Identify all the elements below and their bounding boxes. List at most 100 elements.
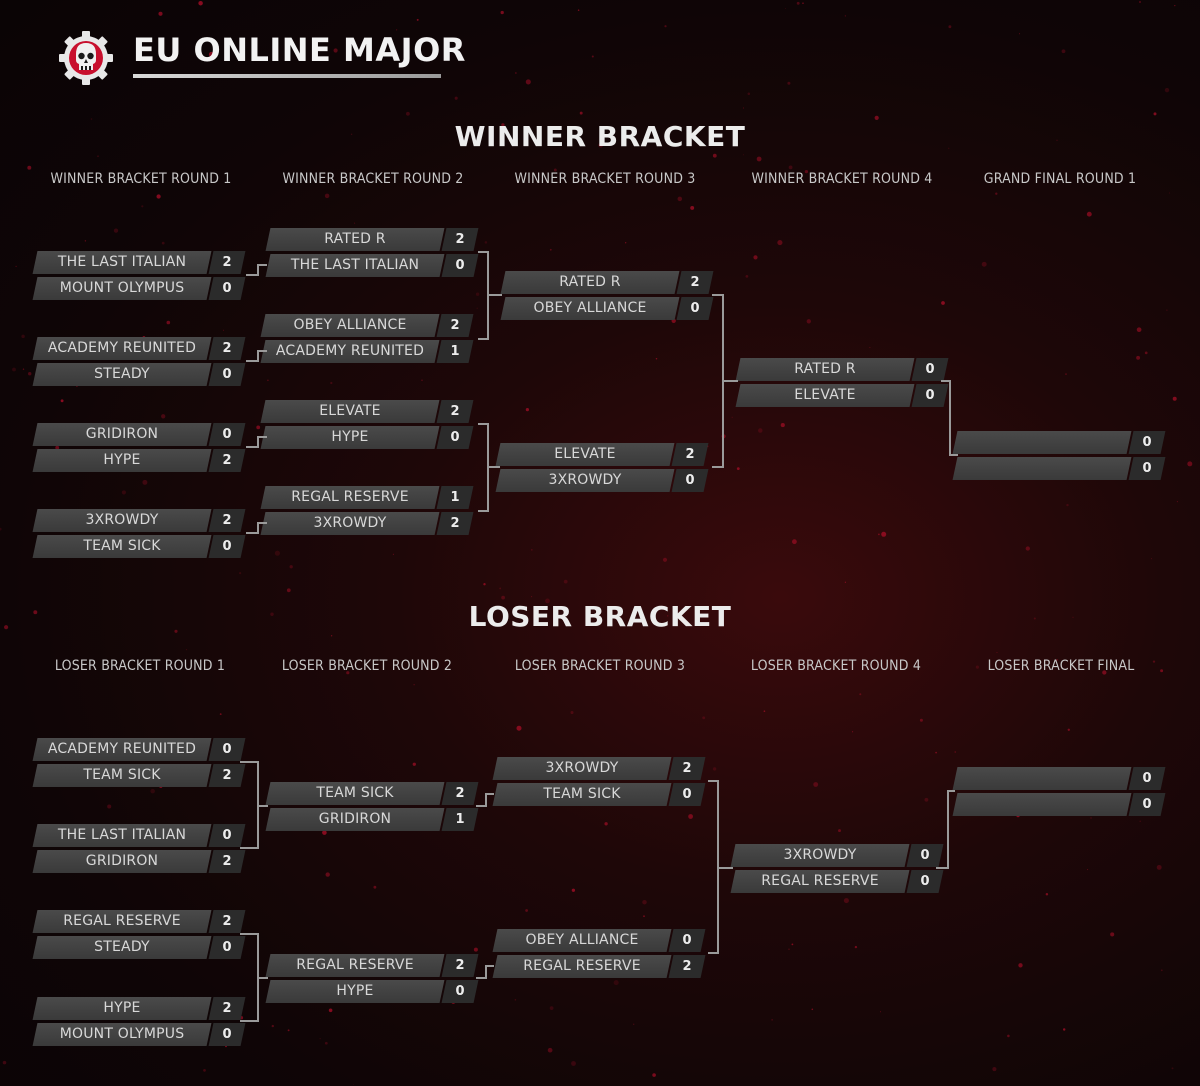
background-speck: [788, 165, 793, 170]
background-speck: [1150, 558, 1152, 560]
background-speck: [545, 598, 550, 604]
team-name: HYPE: [103, 452, 141, 468]
team-score: 0: [690, 301, 700, 316]
background-speck: [547, 1047, 553, 1053]
background-speck: [975, 665, 979, 669]
background-speck: [549, 248, 552, 251]
background-speck: [804, 169, 809, 174]
background-speck: [1090, 817, 1092, 819]
team-score: 0: [1142, 797, 1152, 812]
team-name: [955, 457, 1129, 480]
event-title: EU ONLINE MAJOR: [133, 31, 466, 69]
background-speck: [499, 587, 502, 590]
loser-bracket-title: LOSER BRACKET: [468, 600, 732, 633]
background-speck: [324, 193, 330, 199]
background-speck: [198, 0, 203, 6]
background-speck: [1160, 969, 1163, 972]
team-name: GRIDIRON: [85, 426, 159, 442]
background-speck: [141, 205, 144, 208]
team-score: 2: [455, 786, 465, 801]
loser-round-label: LOSER BRACKET FINAL: [987, 658, 1135, 674]
background-speck: [731, 416, 733, 418]
background-speck: [1176, 501, 1178, 503]
team-name: REGAL RESERVE: [296, 957, 414, 973]
background-speck: [1153, 112, 1157, 116]
background-speck: [633, 1023, 635, 1025]
background-speck: [289, 565, 293, 569]
background-speck: [1139, 820, 1141, 822]
background-speck: [1136, 355, 1141, 360]
background-speck: [83, 174, 86, 177]
background-speck: [796, 1, 800, 5]
background-speck: [333, 48, 338, 53]
winner-round-label: WINNER BRACKET ROUND 4: [751, 171, 933, 187]
background-speck: [662, 557, 668, 562]
background-speck: [924, 797, 929, 802]
background-speck: [1152, 660, 1156, 663]
background-speck: [878, 173, 881, 175]
team-score: 0: [1142, 461, 1152, 476]
team-score: 0: [682, 787, 692, 802]
background-speck: [166, 320, 171, 325]
team-name: OBEY ALLIANCE: [293, 317, 407, 333]
background-speck: [392, 553, 394, 555]
team-name: [955, 793, 1129, 816]
team-name: STEADY: [94, 939, 150, 955]
background-speck: [981, 261, 987, 267]
team-score: 2: [450, 404, 460, 419]
background-speck: [712, 153, 717, 158]
background-speck: [27, 165, 32, 170]
background-speck: [935, 751, 937, 754]
winner-round-label: WINNER BRACKET ROUND 1: [50, 171, 232, 187]
team-name: GRIDIRON: [85, 853, 159, 869]
background-speck: [55, 445, 60, 450]
background-speck: [954, 751, 956, 753]
background-speck: [844, 581, 847, 583]
background-speck: [203, 1069, 206, 1072]
background-speck: [756, 156, 762, 162]
background-speck: [1156, 864, 1162, 870]
background-speck: [413, 684, 415, 686]
background-speck: [531, 596, 533, 598]
background-speck: [690, 205, 695, 210]
background-speck: [579, 111, 583, 115]
team-name: THE LAST ITALIAN: [290, 257, 420, 273]
background-speck: [1056, 139, 1058, 141]
team-name: MOUNT OLYMPUS: [59, 1026, 185, 1042]
background-speck: [758, 428, 763, 433]
background-speck: [1033, 617, 1036, 620]
team-name: TEAM SICK: [316, 785, 394, 801]
team-score: 0: [682, 933, 692, 948]
background-speck: [1144, 351, 1148, 355]
team-name: 3XROWDY: [548, 472, 622, 488]
background-speck: [330, 635, 333, 637]
background-speck: [1174, 4, 1176, 7]
background-speck: [421, 379, 423, 381]
background-speck: [702, 716, 706, 720]
team-score: 0: [222, 1027, 232, 1042]
background-speck: [747, 92, 751, 96]
background-speck: [787, 81, 791, 85]
background-speck: [328, 1008, 333, 1013]
background-speck: [161, 241, 165, 245]
team-score: 2: [222, 453, 232, 468]
background-speck: [525, 408, 529, 412]
background-speck: [346, 671, 350, 675]
team-name: THE LAST ITALIAN: [57, 254, 187, 270]
background-speck: [286, 588, 291, 593]
background-speck: [721, 434, 726, 439]
team-score: 0: [222, 281, 232, 296]
team-name: REGAL RESERVE: [63, 913, 181, 929]
team-score: 1: [455, 812, 465, 827]
background-speck: [158, 11, 163, 16]
loser-round-label: LOSER BRACKET ROUND 3: [514, 658, 686, 674]
background-speck: [643, 915, 645, 918]
background-speck: [325, 872, 330, 877]
background-speck: [525, 909, 528, 912]
background-speck: [28, 372, 32, 376]
background-speck: [90, 118, 93, 120]
background-speck: [869, 347, 871, 348]
background-speck: [736, 467, 740, 471]
team-score: 2: [682, 761, 692, 776]
loser-round-label: LOSER BRACKET ROUND 2: [281, 658, 453, 674]
